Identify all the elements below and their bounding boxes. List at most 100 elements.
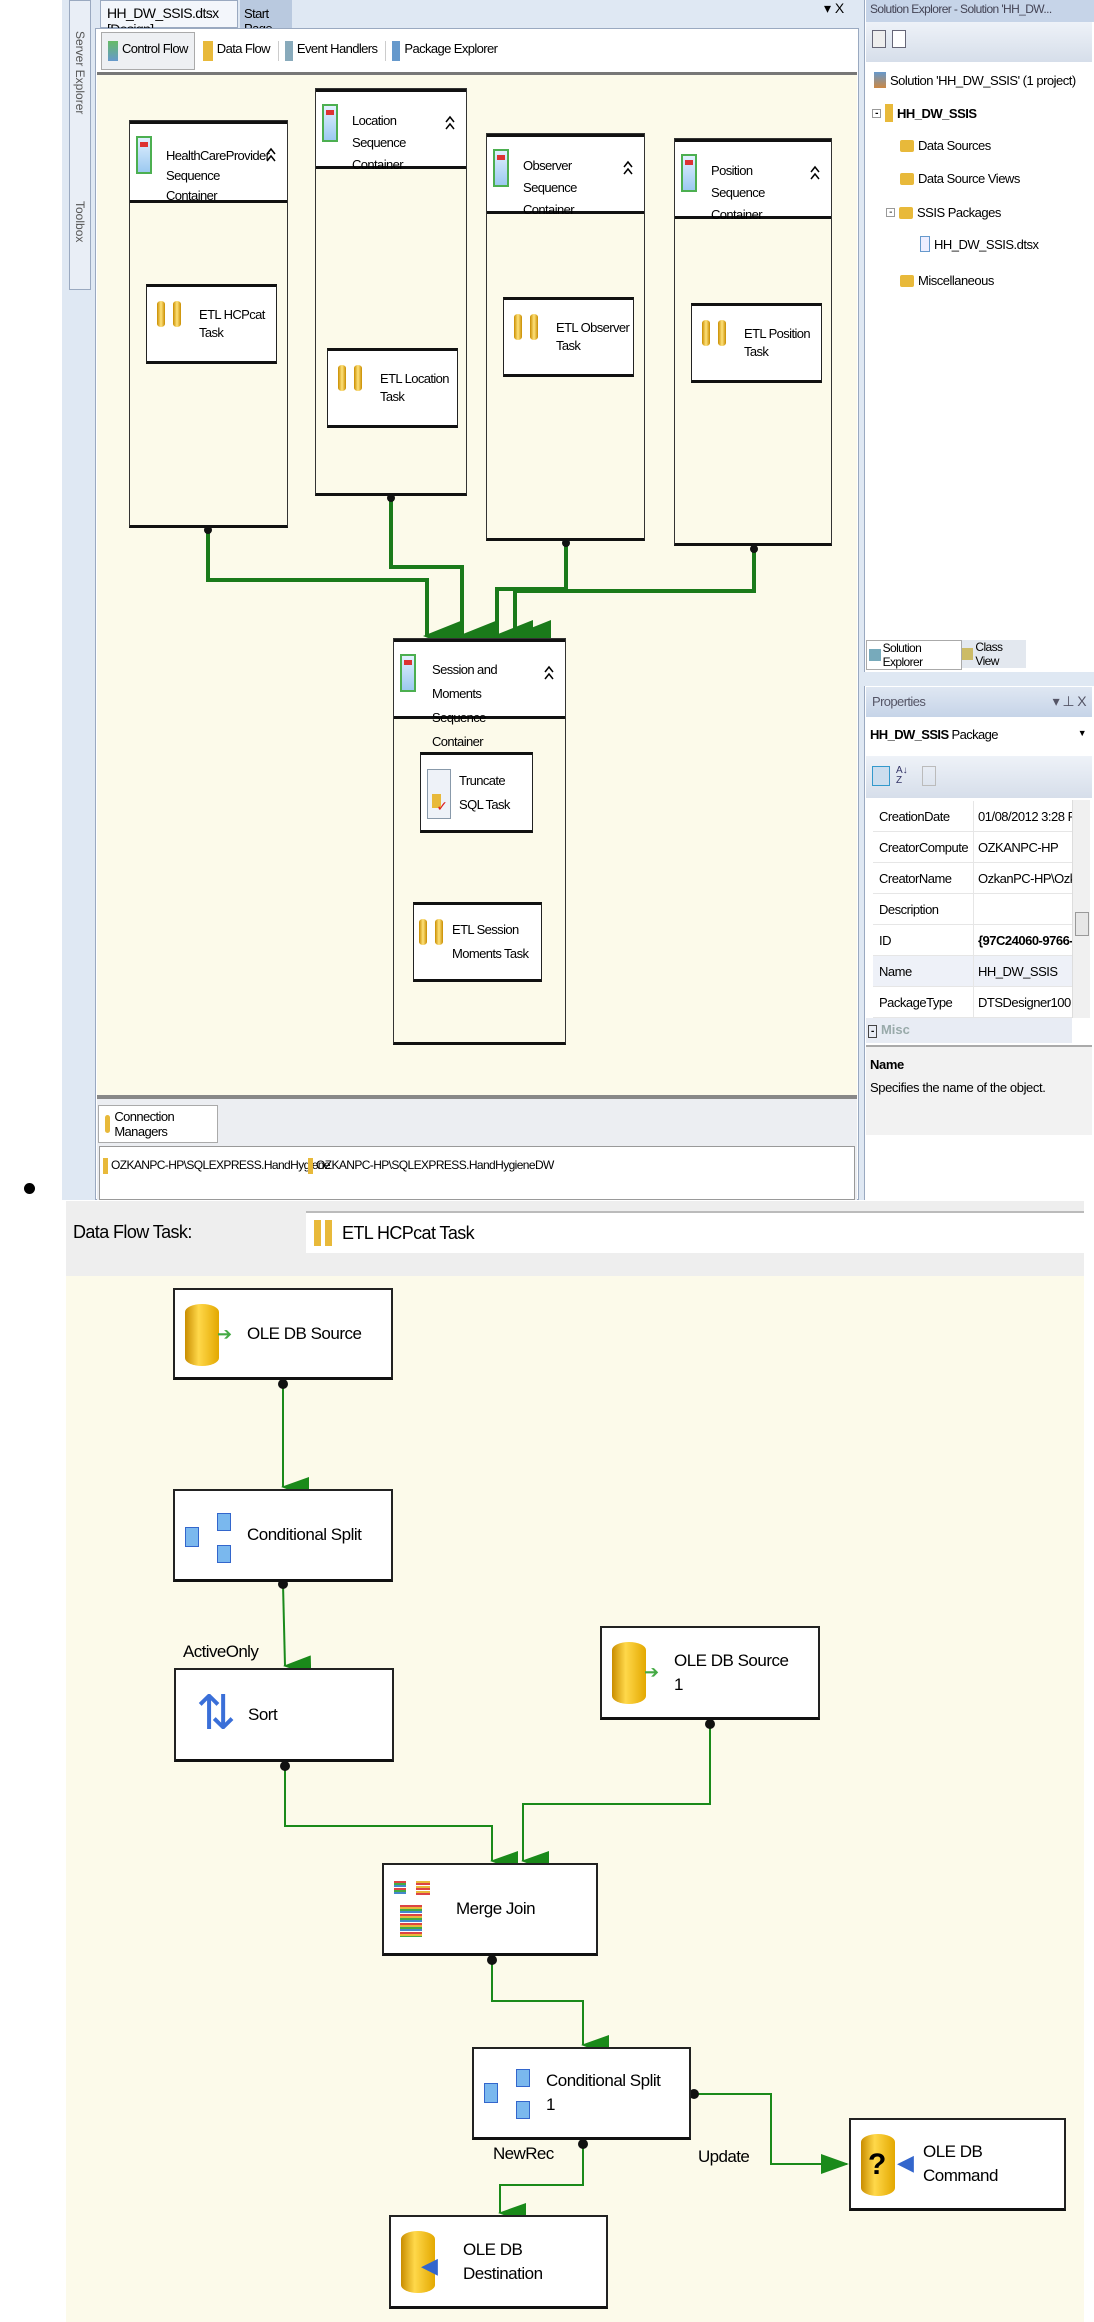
dropdown-arrow-icon[interactable]: ▼ [1077,728,1087,738]
property-value[interactable]: OzkanPC-HP\OzkanP [973,863,1072,894]
property-row[interactable]: CreatorName OzkanPC-HP\OzkanP [873,863,1072,894]
data-flow-task-selector[interactable]: ETL HCPcat Task [306,1211,1084,1253]
property-value[interactable]: 01/08/2012 3:28 PM [973,801,1072,832]
property-value[interactable]: DTSDesigner100 [973,987,1072,1018]
data-flow-task-icon [702,320,730,362]
properties-icon[interactable] [872,30,886,48]
property-row[interactable]: Description [873,894,1072,925]
ole-db-command-icon: ? [861,2134,895,2196]
collapse-chevron-icon[interactable] [809,164,821,182]
task-truncate-sql[interactable]: ✓ Truncate SQL Task [420,752,533,833]
task-etl-hcpcat[interactable]: ETL HCPcat Task [146,284,277,364]
tree-project[interactable]: -HH_DW_SSIS [872,104,977,122]
tree-data-sources[interactable]: Data Sources [900,138,991,153]
property-key: PackageType [879,995,953,1010]
solution-explorer-toolbar [866,22,1092,62]
show-all-files-icon[interactable] [892,30,906,48]
connection-icon [103,1158,108,1174]
property-pages-icon[interactable] [922,766,936,786]
solution-explorer-panel [864,0,1094,672]
properties-scrollbar[interactable] [1072,800,1090,1018]
tree-package-file[interactable]: HH_DW_SSIS.dtsx [920,236,1039,252]
toolbox-tab[interactable]: Toolbox [73,201,87,243]
property-value[interactable]: {97C24060-9766-457 [973,925,1072,956]
property-row[interactable]: ID{97C24060-9766-457 [873,925,1072,956]
collapse-chevron-icon[interactable] [444,114,456,132]
tab-package-explorer[interactable]: Package Explorer [385,41,498,61]
task-etl-observer[interactable]: ETL Observer Task [503,297,634,377]
connection-item[interactable]: OZKANPC-HP\SQLEXPRESS.HandHygiene [103,1158,331,1174]
categorized-icon[interactable] [872,766,890,786]
component-conditional-split[interactable]: Conditional Split [173,1489,393,1582]
execute-sql-task-icon: ✓ [427,769,451,819]
source-arrow-icon: ➔ [644,1662,660,1682]
task-etl-location[interactable]: ETL Location Task [327,348,458,428]
observer-sequence-container[interactable]: Observer Sequence Container ETL Observer… [486,133,645,541]
alphabetical-icon[interactable]: A↓Z [896,765,908,786]
tree-miscellaneous[interactable]: Miscellaneous [900,273,994,288]
tree-data-source-views[interactable]: Data Source Views [900,171,1020,186]
properties-title-bar: Properties ▾ ⊥ X [866,687,1092,717]
category-misc[interactable]: - Misc [866,1018,1072,1043]
property-row[interactable]: PackageType DTSDesigner100 [873,987,1072,1018]
tab-data-flow[interactable]: Data Flow [202,41,271,61]
sequence-container-icon [493,149,509,187]
tab-class-view[interactable]: Class View [962,640,1026,668]
component-sort[interactable]: ⇅ Sort [174,1668,394,1762]
connector-hcp [206,530,463,652]
position-sequence-container[interactable]: Position Sequence Container ETL Position… [674,138,832,546]
property-key: Description [879,902,939,917]
tab-solution-explorer[interactable]: Solution Explorer [866,640,962,670]
component-ole-db-source[interactable]: ➔ OLE DB Source [173,1288,393,1380]
tab-connection-managers[interactable]: Connection Managers [98,1105,218,1143]
tab-event-handlers[interactable]: Event Handlers [277,41,378,61]
task-etl-session-moments[interactable]: ETL Session Moments Task [413,902,542,982]
server-explorer-tab[interactable]: Server Explorer [73,31,87,115]
tab-control-flow[interactable]: Control Flow [101,32,195,70]
location-sequence-container[interactable]: Location Sequence Container ETL Location… [315,88,467,496]
component-merge-join[interactable]: Merge Join [382,1863,598,1956]
solution-explorer-title: Solution Explorer - Solution 'HH_DW... [866,0,1094,22]
control-flow-icon [108,41,118,61]
property-value[interactable]: HH_DW_SSIS [973,956,1072,987]
property-key: CreatorComputerN [879,840,969,855]
side-strip: Server Explorer Toolbox [69,0,91,290]
property-row[interactable]: CreatorComputerN OZKANPC-HP [873,832,1072,863]
path-merge-split1 [491,1960,609,2055]
doc-window-controls[interactable]: ▾ X [824,0,845,16]
data-flow-task-icon [514,314,542,356]
property-value[interactable] [973,894,1072,925]
object-selector[interactable]: HH_DW_SSIS Package ▼ [866,718,1092,753]
ole-db-source-icon [612,1642,646,1704]
package-explorer-icon [392,41,401,61]
task-etl-position[interactable]: ETL Position Task [691,303,822,383]
sequence-container-icon [681,154,697,192]
connection-item[interactable]: OZKANPC-HP\SQLEXPRESS.HandHygieneDW [308,1158,554,1174]
tree-solution[interactable]: Solution 'HH_DW_SSIS' (1 project) [874,72,1076,88]
property-value[interactable]: OZKANPC-HP [973,832,1072,863]
collapse-chevron-icon[interactable] [265,146,277,164]
collapse-chevron-icon[interactable] [543,664,555,682]
collapse-icon[interactable]: - [872,108,881,118]
collapse-icon[interactable]: - [886,208,895,218]
collapse-chevron-icon[interactable] [622,159,634,177]
data-flow-connectors [278,1379,849,2223]
path-split1-dest [498,2144,584,2223]
tree-ssis-packages[interactable]: -SSIS Packages [886,205,1001,220]
session-moments-sequence-container[interactable]: Session and Moments Sequence Container [393,638,566,1045]
ole-db-source-icon [185,1304,219,1366]
window-controls[interactable]: ▾ ⊥ X [1052,693,1087,709]
package-file-icon [920,236,930,252]
hcp-sequence-container[interactable]: HealthCareProvider Sequence Container ET… [129,120,288,528]
folder-icon [900,172,914,185]
path-source1-merge [521,1724,711,1871]
property-key: CreatorName [879,871,952,886]
folder-icon [900,139,914,152]
solution-explorer-icon [869,649,881,661]
